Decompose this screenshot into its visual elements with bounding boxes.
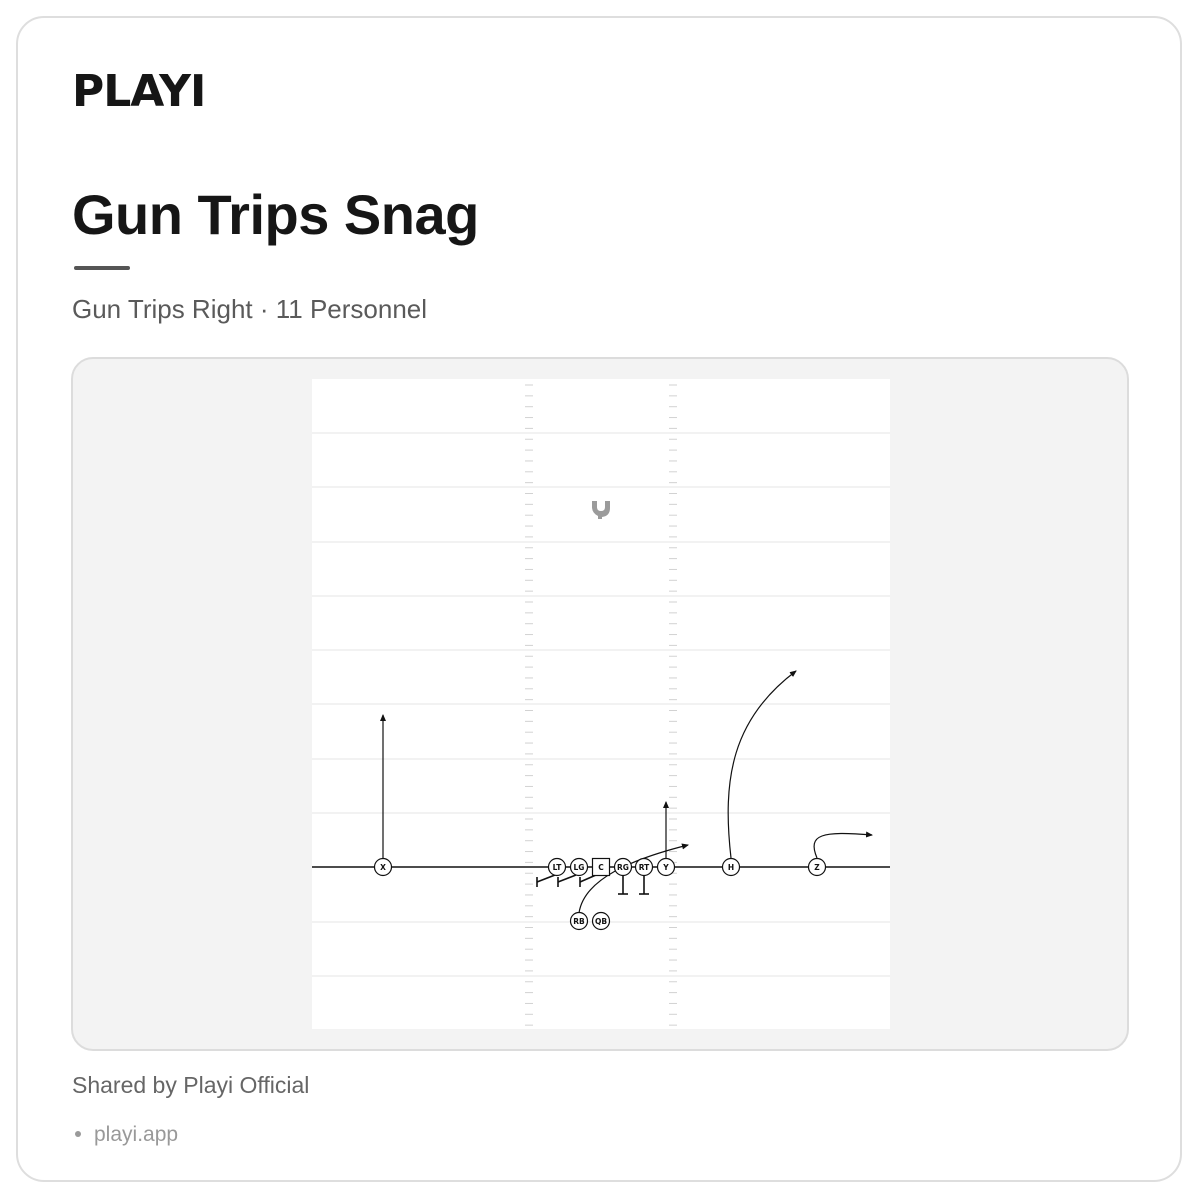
player-qb[interactable]: QB — [591, 911, 611, 931]
player-qb-label: QB — [595, 917, 607, 926]
player-h-label: H — [728, 863, 734, 872]
playi-logo-wordmark: PLAYI — [72, 66, 205, 110]
player-y[interactable]: Y — [656, 857, 676, 877]
player-c[interactable]: C — [591, 857, 611, 877]
playi-logo[interactable]: PLAYI — [72, 66, 242, 117]
player-h[interactable]: H — [721, 857, 741, 877]
player-rg[interactable]: RG — [613, 857, 633, 877]
player-y-label: Y — [662, 863, 669, 872]
title-divider — [74, 266, 130, 270]
player-x[interactable]: X — [373, 857, 393, 877]
playi-mark-icon — [592, 501, 610, 519]
route-rb-swing — [578, 843, 689, 914]
shared-by: Shared by Playi Official — [72, 1072, 310, 1098]
player-x-label: X — [380, 863, 386, 872]
player-lg-label: LG — [574, 863, 585, 872]
playi-logo-icon: PLAYI — [72, 66, 206, 117]
yard-lines — [312, 432, 890, 977]
pass-blocks — [536, 874, 649, 895]
player-z-label: Z — [814, 863, 820, 872]
player-rb[interactable]: RB — [569, 911, 589, 931]
player-rt[interactable]: RT — [634, 857, 654, 877]
player-rg-label: RG — [617, 863, 629, 872]
hash-marks — [525, 384, 677, 1026]
player-c-label: C — [598, 863, 604, 872]
site-link[interactable]: playi.app — [94, 1123, 179, 1146]
play-diagram-panel: X LT LG C RG RT — [71, 357, 1129, 1051]
bullet-icon — [75, 1131, 81, 1137]
field: X LT LG C RG RT — [312, 379, 890, 1029]
route-z-flat — [813, 831, 873, 859]
player-lt[interactable]: LT — [547, 857, 567, 877]
player-rt-label: RT — [639, 863, 650, 872]
play-title: Gun Trips Snag — [72, 183, 479, 246]
player-rb-label: RB — [573, 917, 585, 926]
player-lg[interactable]: LG — [569, 857, 589, 877]
play-subtitle: Gun Trips Right · 11 Personnel — [72, 294, 428, 324]
player-z[interactable]: Z — [807, 857, 827, 877]
route-h-corner — [727, 670, 797, 859]
player-lt-label: LT — [553, 863, 563, 872]
